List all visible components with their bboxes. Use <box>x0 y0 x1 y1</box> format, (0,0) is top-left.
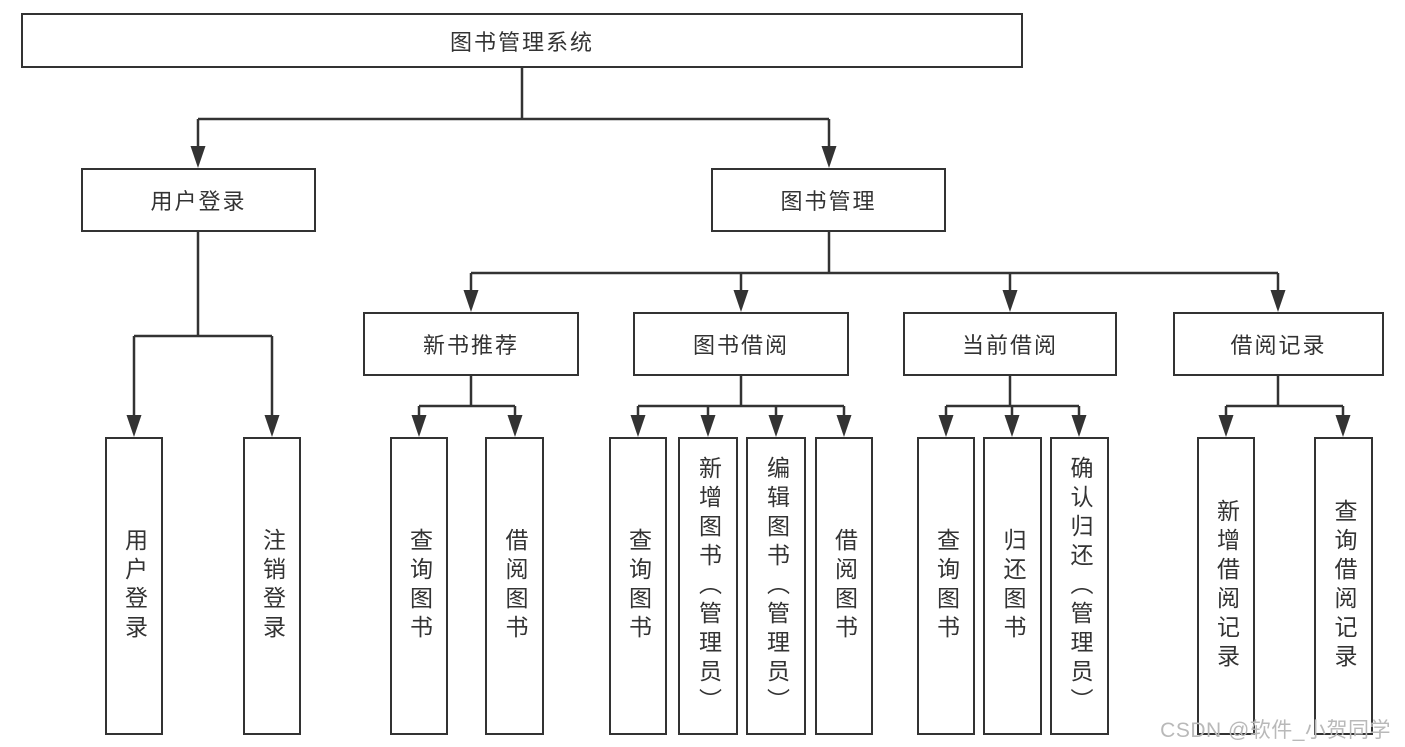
leaf-add-book-admin: 新增图书（管理员） <box>678 437 738 735</box>
leaf-logout: 注销登录 <box>243 437 301 735</box>
leaf-confirm-return-admin: 确认归还（管理员） <box>1050 437 1109 735</box>
node-book-management: 图书管理 <box>711 168 946 232</box>
node-new-book-recommend: 新书推荐 <box>363 312 579 376</box>
leaf-borrow-books: 借阅图书 <box>815 437 873 735</box>
leaf-query-books-current: 查询图书 <box>917 437 975 735</box>
arrowheads <box>126 146 1351 437</box>
leaf-return-book: 归还图书 <box>983 437 1042 735</box>
leaf-query-books-recommend: 查询图书 <box>390 437 448 735</box>
leaf-edit-book-admin: 编辑图书（管理员） <box>746 437 806 735</box>
csdn-watermark: CSDN @软件_小贺同学 <box>1160 719 1391 742</box>
node-book-borrow: 图书借阅 <box>633 312 849 376</box>
node-user-login: 用户登录 <box>81 168 316 232</box>
leaf-query-books-borrow: 查询图书 <box>609 437 667 735</box>
leaf-borrow-books-recommend: 借阅图书 <box>485 437 544 735</box>
leaf-add-borrow-record: 新增借阅记录 <box>1197 437 1255 735</box>
node-borrow-records: 借阅记录 <box>1173 312 1384 376</box>
node-root: 图书管理系统 <box>21 13 1023 68</box>
leaf-query-borrow-record: 查询借阅记录 <box>1314 437 1373 735</box>
node-current-borrow: 当前借阅 <box>903 312 1117 376</box>
leaf-user-login: 用户登录 <box>105 437 163 735</box>
